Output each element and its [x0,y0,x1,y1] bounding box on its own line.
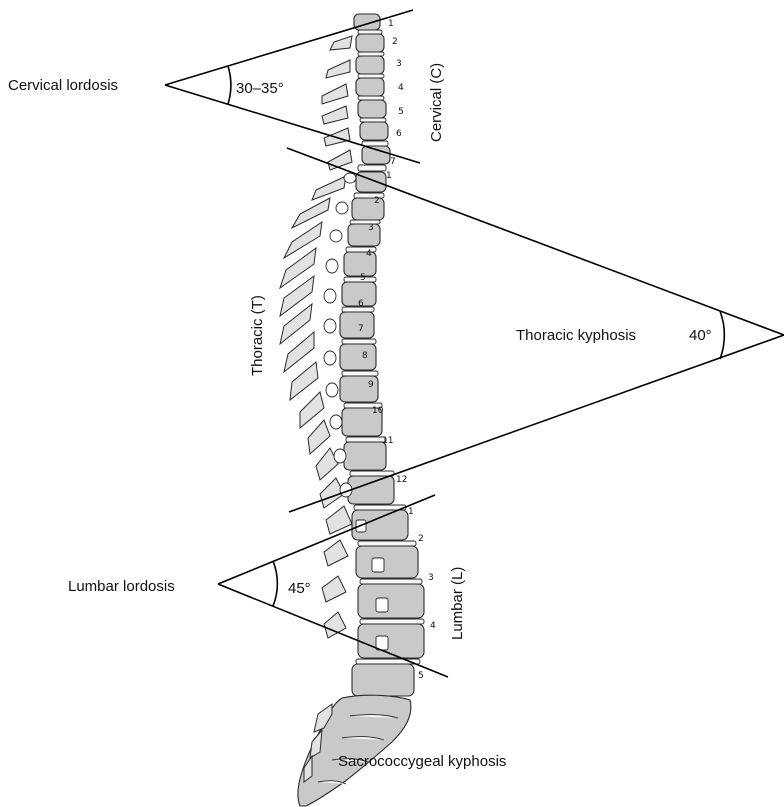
cervical-region-label: Cervical (C) [428,63,445,142]
lumbar-angle-arc [273,561,277,606]
vertebra-number: 1 [408,507,414,517]
vertebra-number: 3 [396,59,402,69]
vertebra-number: 4 [430,621,436,631]
vertebra-number: 12 [396,475,407,485]
sacrum-coccyx [298,695,411,806]
lumbar-lordosis-label: Lumbar lordosis [68,578,175,595]
vertebra-number: 8 [362,351,368,361]
vertebra-number: 1 [386,171,392,181]
vertebra-number: 9 [368,380,374,390]
cervical-lordosis-label: Cervical lordosis [8,77,118,94]
vertebra-number: 2 [418,534,424,544]
thoracic-kyphosis-label: Thoracic kyphosis [516,327,636,344]
vertebra-number: 10 [372,406,384,416]
vertebra-number: 2 [374,196,380,206]
vertebra-number: 7 [358,324,364,334]
lumbar-angle-value: 45° [288,580,311,597]
cervical-angle-value: 30–35° [236,80,284,97]
vertebral-bodies [340,14,424,696]
lumbar-region-label: Lumbar (L) [449,567,466,640]
vertebra-number: 6 [358,299,364,309]
vertebra-number: 2 [392,37,398,47]
vertebra-number: 4 [398,83,404,93]
vertebra-number: 5 [360,273,366,283]
vertebra-number: 4 [366,249,372,259]
cervical-vertebra-numbers: 1 2 3 4 5 6 7 [388,19,404,167]
vertebra-number: 5 [418,671,424,681]
cervical-angle-arc [228,66,231,104]
vertebra-number: 5 [398,107,404,117]
thoracic-region-label: Thoracic (T) [249,295,266,376]
vertebra-number: 7 [390,157,396,167]
thoracic-angle-value: 40° [689,327,712,344]
vertebra-number: 3 [428,573,434,583]
thoracic-angle-arc [720,311,724,359]
spine-illustration [280,14,424,806]
vertebra-number: 11 [382,436,393,446]
sacrococcygeal-kyphosis-label: Sacrococcygeal kyphosis [338,753,506,770]
vertebra-number: 1 [388,19,394,29]
vertebra-number: 3 [368,223,374,233]
vertebra-number: 6 [396,129,402,139]
